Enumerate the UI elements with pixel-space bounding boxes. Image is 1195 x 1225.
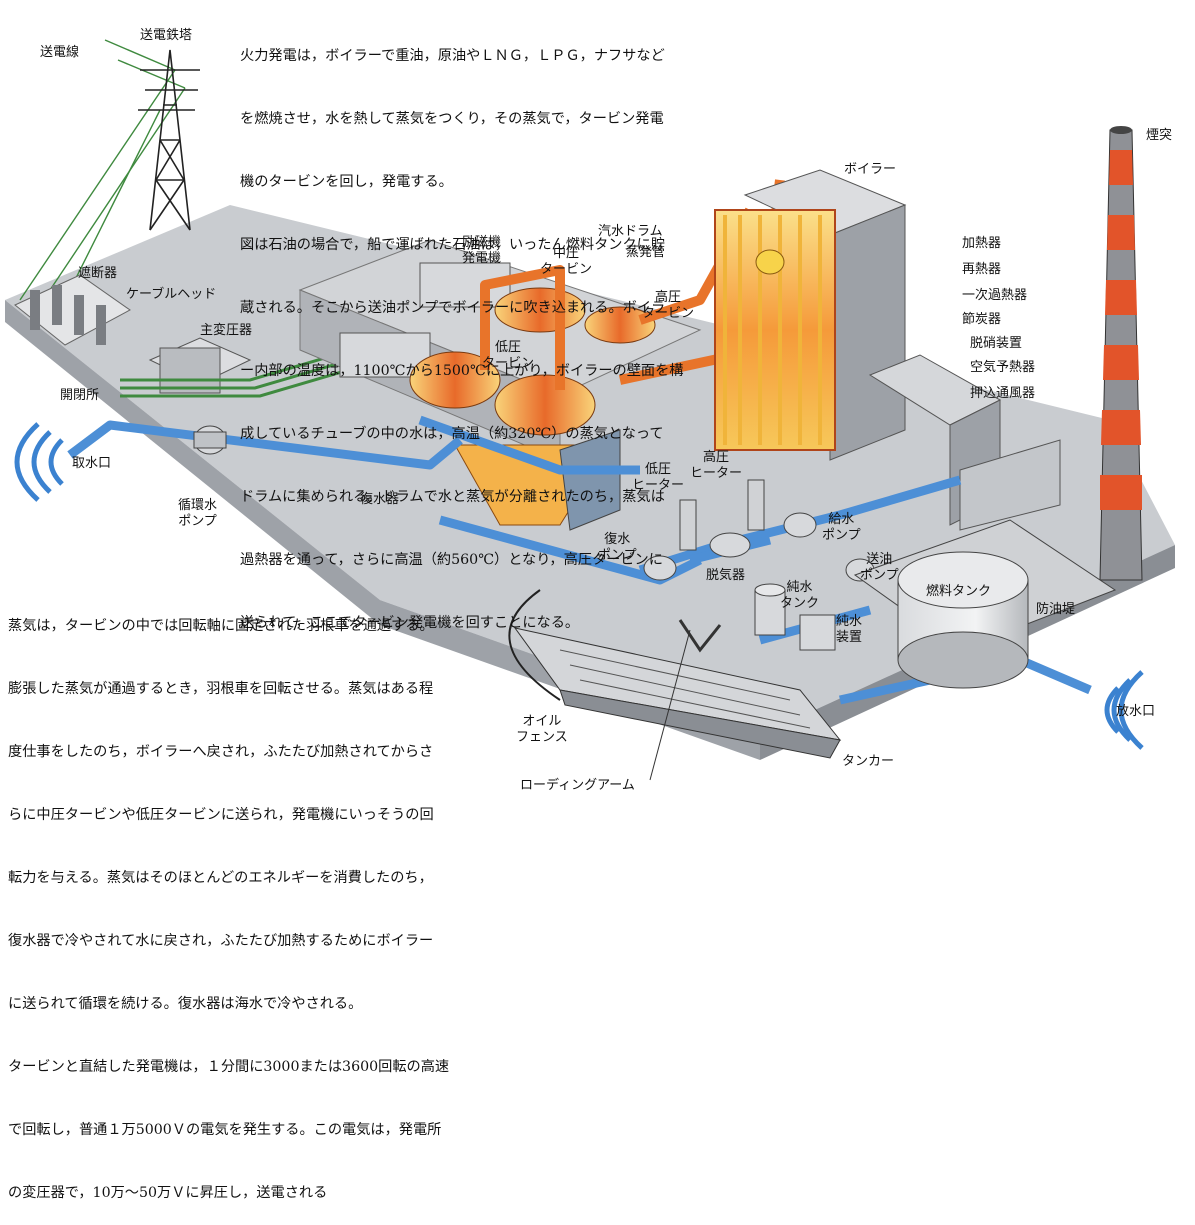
label-oil-fence: オイル フェンス [516,714,568,745]
label-breaker: 遮断器 [78,266,118,281]
fuel-tank [897,551,1029,689]
deaerator [709,532,751,558]
label-primary-superheater: 一次過熱器 [962,288,1028,303]
turbine-line: らに中圧タービンや低圧タービンに送られ，発電機にいっそうの回 [8,807,434,823]
turbine-line: 膨張した蒸気が通過するとき，羽根車を回転させる。蒸気はある程 [8,681,434,697]
intro-line: 過熱器を通って，さらに高温（約560℃）となり，高圧タービンに [240,552,663,568]
turbine-line: 復水器で冷やされて水に戻され，ふたたび加熱するためにボイラー [8,933,434,949]
label-condensate-pump: 復水 ポンプ [598,532,637,563]
generator-lower [339,332,431,378]
label-circulating-pump: 循環水 ポンプ [178,498,218,529]
label-economizer: 節炭器 [962,312,1002,327]
outlet-waves [1104,670,1144,750]
label-pure-water-tank: 純水 タンク [780,580,820,611]
intro-paragraph: 火力発電は，ボイラーで重油，原油やＬＮＧ，ＬＰＧ，ナフサなど を燃焼させ，水を熱… [240,4,683,655]
intake-waves [14,422,64,502]
turbine-line: に送られて循環を続ける。復水器は海水で冷やされる。 [8,996,363,1012]
label-reheater: 再熱器 [962,262,1002,277]
label-hp-heater: 高圧 ヒーター [690,450,743,481]
condensate-pump [643,555,677,581]
turbine-line: の変圧器で，10万～50万Ｖに昇圧し，送電される [8,1185,328,1201]
label-lp-turbine: 低圧 タービン [482,340,535,371]
intro-line: を燃焼させ，水を熱して蒸気をつくり，その蒸気で，タービン発電 [240,111,664,127]
transmission-lines [19,39,186,311]
label-denox: 脱硝装置 [970,336,1023,351]
label-evaporator-tubes: 蒸発管 [626,245,666,260]
hp-turbine [584,306,656,344]
label-main-transformer: 主変圧器 [200,323,253,338]
intro-line: ドラムに集められる。ドラムで水と蒸気が分離されたのち，蒸気は [240,489,665,505]
label-loading-arm: ローディングアーム [520,778,635,793]
turbine-paragraph: 蒸気は，タービンの中では回転軸に固定された羽根車を通過する。 膨張した蒸気が通過… [8,574,449,1225]
label-superheater: 加熱器 [962,236,1002,251]
intro-line: ー内部の温度は，1100℃から1500℃に上がり，ボイラーの壁面を構 [240,363,684,379]
transmission-tower [138,49,200,231]
oil-fence [508,589,561,701]
intro-line: 機のタービンを回し，発電する。 [240,174,453,190]
intro-line: 火力発電は，ボイラーで重油，原油やＬＮＧ，ＬＰＧ，ナフサなど [240,48,665,64]
turbine-line: で回転し，普通１万5000Ｖの電気を発生する。この電気は，発電所 [8,1122,442,1138]
turbine-line: 度仕事をしたのち，ボイラーへ戻され，ふたたび加熱されてからさ [8,744,434,760]
label-air-preheater: 空気予熱器 [970,360,1036,375]
label-boiler: ボイラー [844,162,897,177]
switchyard [14,274,131,346]
intro-line: 成しているチューブの中の水は，高温（約320℃）の蒸気となって [240,426,664,442]
feed-water-pump [783,512,817,538]
lp-heater [679,499,697,551]
label-oil-dike: 防油堤 [1036,602,1076,617]
turbine-line: 転力を与える。蒸気はそのほとんどのエネルギーを消費したのち， [8,870,433,886]
label-chimney: 煙突 [1146,128,1173,143]
tanker-ship [513,627,842,759]
label-ip-turbine: 中圧 タービン [540,246,593,277]
main-transformer [148,337,252,394]
lp-turbine-b [494,374,596,436]
label-transmission-tower: 送電鉄塔 [140,28,193,43]
label-cable-head: ケーブルヘッド [126,287,217,302]
label-switchyard: 開閉所 [60,388,100,403]
intro-line: 送られて，ここでタービン発電機を回すことになる。 [240,615,580,631]
label-oil-feed-pump: 送油 ポンプ [860,552,899,583]
steam-drum [755,249,785,275]
intro-line: 図は石油の場合で，船で運ばれた石油は，いったん燃料タンクに貯 [240,237,666,253]
label-forced-draft-fan: 押込通風器 [970,386,1036,401]
turbine-line: 蒸気は，タービンの中では回転軸に固定された羽根車を通過する。 [8,618,434,634]
label-outlet: 放水口 [1116,704,1156,719]
label-steam-drum: 汽水ドラム [598,224,663,239]
label-hp-turbine: 高圧 タービン [642,290,695,321]
lp-turbine-a [409,351,501,409]
intro-line: 蔵される。そこから送油ポンプでボイラーに吹き込まれる。ボイラ [240,300,666,316]
label-tanker: タンカー [842,754,895,769]
pure-water-tank [754,583,786,636]
power-plant-diagram: 火力発電は，ボイラーで重油，原油やＬＮＧ，ＬＰＧ，ナフサなど を燃焼させ，水を熱… [5,4,1175,1201]
label-fuel-tank: 燃料タンク [926,584,992,599]
loading-arm [649,619,722,781]
air-duct [868,354,1061,531]
label-intake: 取水口 [72,456,112,471]
label-feed-water-pump: 給水 ポンプ [822,512,861,543]
turbine-line: タービンと直結した発電機は，１分間に3000または3600回転の高速 [8,1059,450,1075]
label-transmission-line: 送電線 [40,45,80,60]
pure-water-unit [799,614,836,651]
chimney [1099,126,1143,581]
label-condenser: 復水器 [360,492,400,507]
boiler-building [714,169,907,461]
label-pure-water-unit: 純水 装置 [836,614,863,645]
label-exciter-generator: 励磁機 発電機 [462,235,502,266]
hp-heater [747,479,765,531]
label-deaerator: 脱気器 [706,568,746,583]
label-lp-heater: 低圧 ヒーター [632,462,685,493]
condenser [454,429,621,531]
circulating-water-pump [193,425,227,455]
